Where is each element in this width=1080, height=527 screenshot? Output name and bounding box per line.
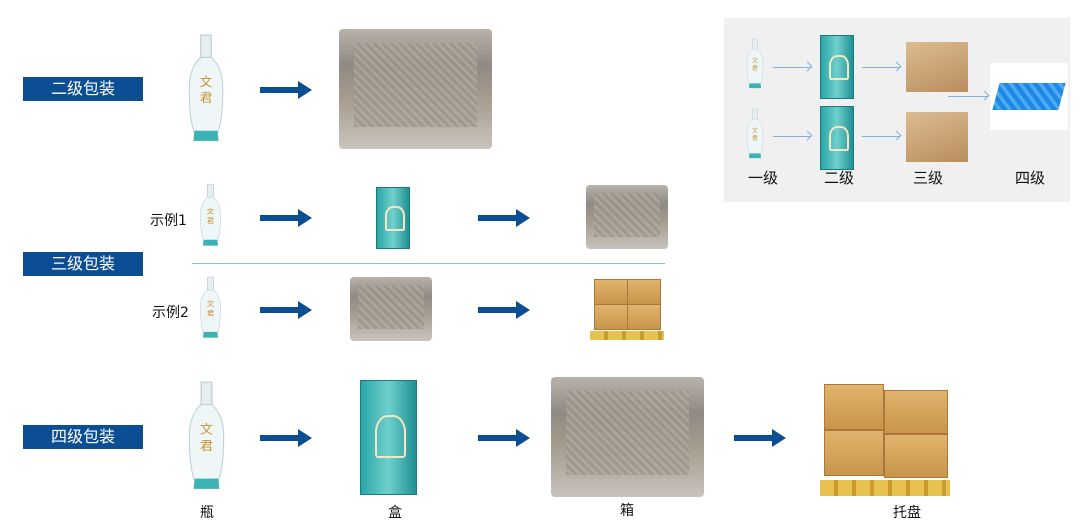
level-label-second: 二级包装 [23, 77, 143, 101]
carton-box-image [906, 112, 968, 162]
carton-box [627, 304, 661, 330]
label-case: 箱 [620, 503, 634, 519]
carton-box [884, 390, 948, 434]
example-1-label: 示例1 [150, 213, 187, 229]
label-bottle: 瓶 [200, 505, 214, 521]
svg-text:文: 文 [752, 127, 758, 135]
legend-level-3: 三级 [913, 169, 944, 187]
svg-text:文: 文 [200, 422, 213, 437]
carton-box [594, 304, 628, 330]
svg-text:君: 君 [752, 65, 758, 72]
level-label-fourth: 四级包装 [23, 425, 143, 449]
bottle-graphic: 文君 [746, 38, 764, 89]
arrow-icon [478, 301, 530, 319]
level-label-third: 三级包装 [23, 252, 143, 276]
arrow-icon [260, 81, 312, 99]
carton-photo [339, 29, 492, 149]
bottle-image: 文君 [745, 108, 765, 160]
bottle-image: 文君 [185, 380, 228, 493]
legend-level-2: 二级 [824, 169, 855, 187]
example-2-label: 示例2 [152, 305, 189, 321]
bottle-graphic: 文君 [746, 108, 764, 159]
svg-text:君: 君 [200, 438, 213, 453]
packaging-levels-panel: 文君 文君 一级 二级 三级 四级 [724, 18, 1070, 202]
wooden-pallet [820, 479, 950, 496]
blue-pallet-image [990, 63, 1068, 130]
bottle-graphic: 文君 [188, 381, 225, 489]
arrow-icon [734, 429, 786, 447]
bottle-image: 文君 [185, 33, 227, 145]
arrow-icon [862, 136, 900, 137]
svg-text:君: 君 [207, 309, 214, 318]
carton-photo [586, 185, 668, 249]
arrow-icon [773, 136, 811, 137]
pallet-stack-image [820, 380, 950, 496]
bottle-graphic: 文君 [188, 34, 224, 141]
arrow-icon [260, 301, 312, 319]
carton-photo [350, 277, 432, 341]
label-box: 盒 [388, 505, 402, 521]
arrow-icon [948, 96, 988, 97]
carton-box [594, 279, 628, 305]
svg-text:君: 君 [200, 90, 213, 105]
arrow-icon [260, 209, 312, 227]
bottle-graphic: 文君 [200, 183, 221, 246]
arrow-icon [862, 67, 900, 68]
gift-box-image [820, 106, 854, 170]
label-pallet: 托盘 [893, 505, 921, 521]
bottle-image: 文君 [198, 276, 223, 340]
gift-box-image [360, 380, 417, 495]
arrow-icon [478, 209, 530, 227]
carton-photo [551, 377, 704, 497]
svg-text:君: 君 [752, 135, 758, 142]
carton-box [884, 434, 948, 478]
svg-text:君: 君 [207, 216, 214, 225]
svg-text:文: 文 [207, 300, 214, 309]
carton-box-image [906, 42, 968, 92]
legend-level-1: 一级 [748, 169, 779, 187]
bottle-graphic: 文君 [200, 276, 221, 338]
svg-text:文: 文 [752, 57, 758, 65]
wooden-pallet [590, 331, 664, 340]
legend-level-4: 四级 [1015, 169, 1046, 187]
bottle-image: 文君 [198, 183, 223, 248]
bottle-image: 文君 [745, 38, 765, 90]
arrow-icon [260, 429, 312, 447]
divider [192, 263, 665, 264]
svg-text:文: 文 [207, 207, 215, 216]
pallet-stack-image [590, 277, 664, 340]
arrow-icon [773, 67, 811, 68]
gift-box-image [820, 35, 854, 99]
gift-box-image [376, 187, 410, 249]
arrow-icon [478, 429, 530, 447]
carton-box [627, 279, 661, 305]
carton-box [824, 384, 884, 430]
svg-text:文: 文 [200, 74, 213, 89]
carton-box [824, 430, 884, 476]
